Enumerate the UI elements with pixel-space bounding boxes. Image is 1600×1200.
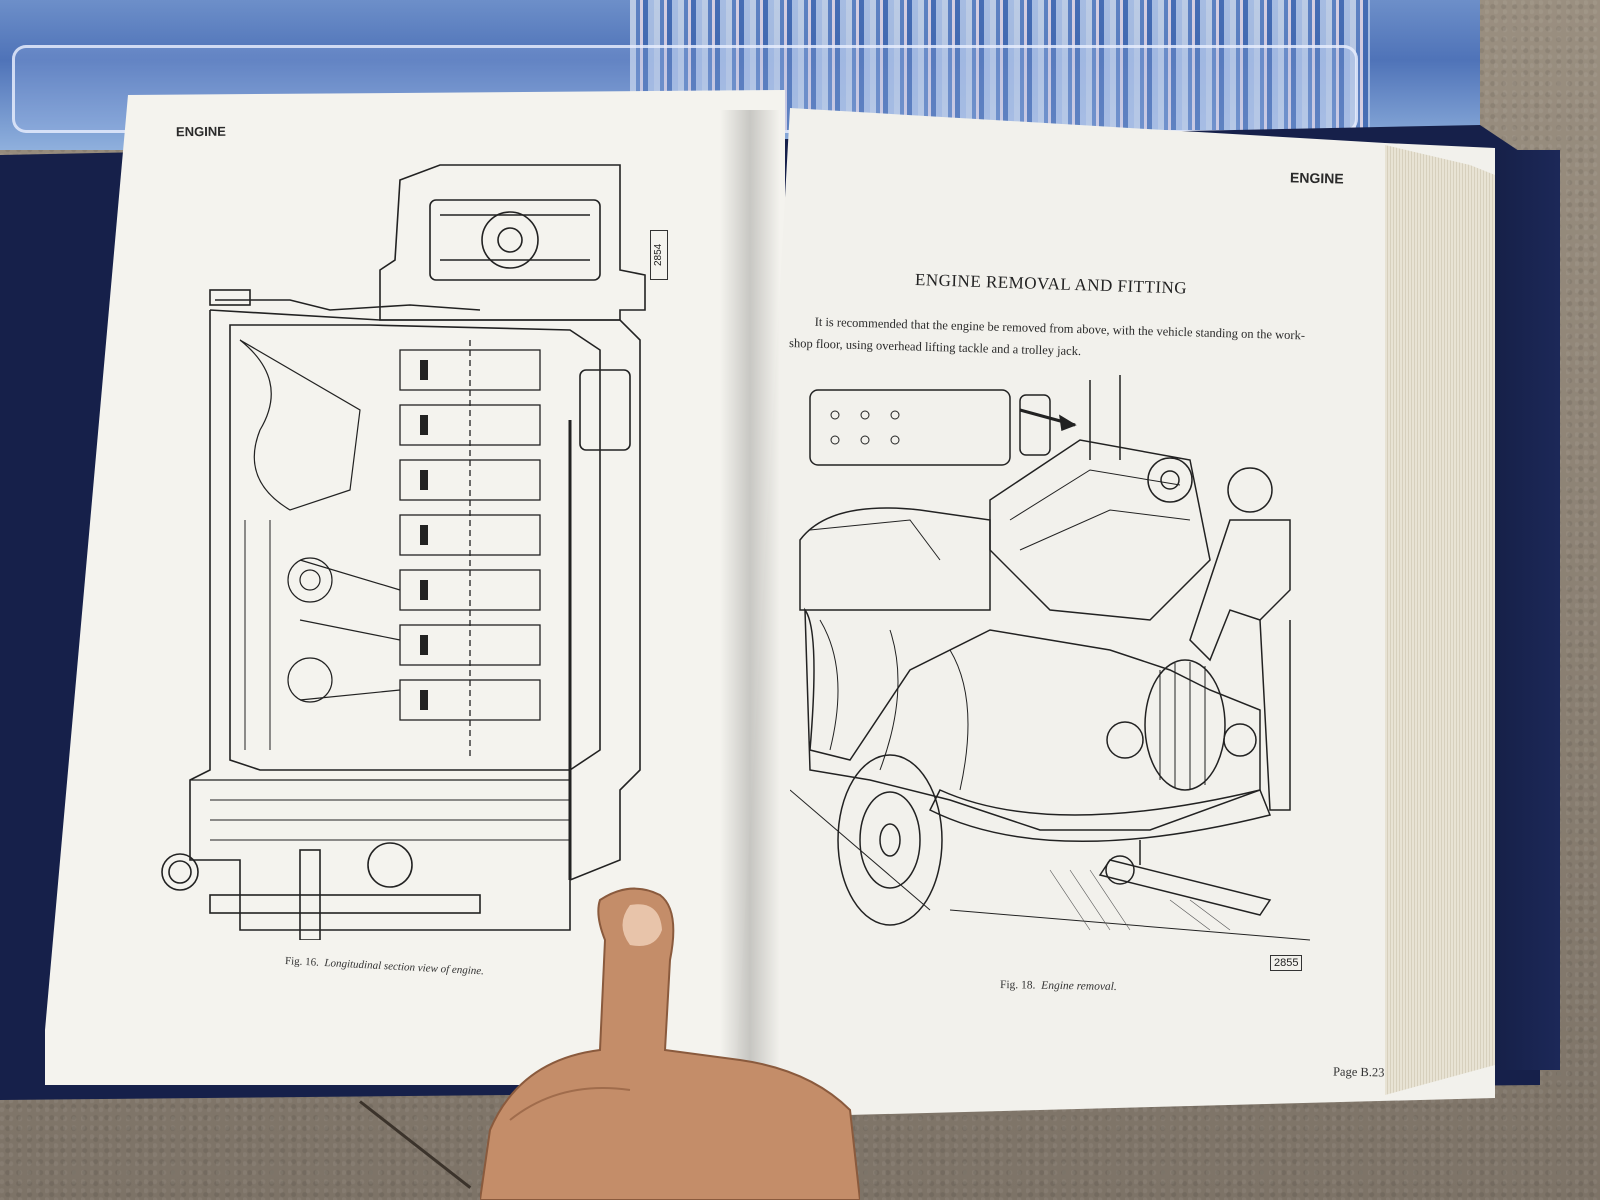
body-line-2: shop floor, using overhead lifting tackl…: [788, 335, 1082, 359]
right-figure-caption: Fig. 18. Engine removal.: [1000, 979, 1117, 993]
book-page-edges: [1385, 145, 1495, 1095]
right-caption-text: Engine removal.: [1041, 979, 1117, 994]
book-spine-shadow: [720, 110, 780, 1110]
left-page-header: ENGINE: [175, 123, 226, 140]
hand: [480, 887, 860, 1200]
left-caption-fig: Fig. 16.: [284, 955, 320, 969]
engine-section-diagram: [161, 164, 646, 940]
left-plate-number: 2854: [650, 230, 668, 280]
page-number: Page B.23: [1332, 1064, 1385, 1080]
right-caption-fig: Fig. 18.: [999, 978, 1036, 992]
engine-removal-illustration: [790, 375, 1311, 941]
right-page-header: ENGINE: [1289, 169, 1344, 187]
right-plate-number: 2855: [1270, 955, 1303, 971]
right-page: [735, 108, 1495, 1118]
